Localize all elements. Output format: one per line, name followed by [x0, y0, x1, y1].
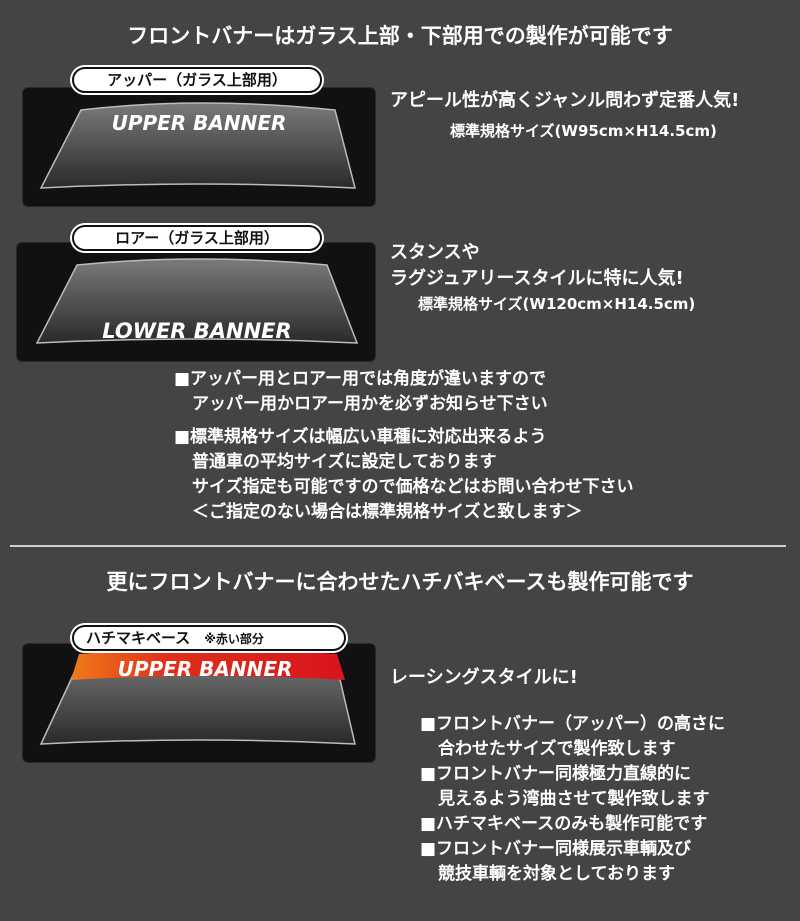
lower-description-1: スタンスや: [390, 242, 480, 263]
hachimaki-bullet-line: ■フロントバナー同様極力直線的に: [420, 764, 692, 784]
hachimaki-bullet-line: 合わせたサイズで製作致します: [438, 739, 676, 759]
notes-block: ■アッパー用とロアー用では角度が違いますので アッパー用かロアー用かを必ずお知ら…: [174, 367, 634, 525]
note-line: ■標準規格サイズは幅広い車種に対応出来るよう: [174, 427, 547, 447]
upper-description: アピール性が高くジャンル問わず定番人気!: [390, 90, 740, 111]
note-line: サイズ指定も可能ですので価格などはお問い合わせ下さい: [192, 477, 634, 497]
lower-description-2: ラグジュアリースタイルに特に人気!: [390, 268, 684, 289]
hachimaki-bullets: ■フロントバナー（アッパー）の高さに 合わせたサイズで製作致します ■フロントバ…: [420, 712, 725, 887]
upper-tag: アッパー（ガラス上部用）: [72, 67, 322, 93]
lower-banner-text: LOWER BANNER: [102, 319, 291, 343]
hachimaki-windshield-illustration: UPPER BANNER: [39, 649, 356, 745]
windshield-shape: [39, 102, 356, 189]
hachimaki-tag: ハチマキベース ※赤い部分: [72, 625, 346, 651]
note-line: アッパー用かロアー用かを必ずお知らせ下さい: [192, 394, 548, 414]
lower-tag: ロアー（ガラス上部用）: [72, 225, 322, 251]
section-divider: [10, 545, 786, 547]
hachimaki-red-band: [71, 649, 345, 680]
windshield-shape: [35, 258, 359, 344]
hachimaki-panel: UPPER BANNER: [22, 643, 376, 763]
upper-windshield-illustration: UPPER BANNER: [39, 102, 356, 189]
upper-banner-panel: UPPER BANNER: [22, 87, 376, 207]
hachimaki-bullet-line: 競技車輌を対象としております: [438, 864, 675, 884]
hachimaki-tag-note: ※赤い部分: [204, 632, 264, 646]
hachimaki-bullet-line: ■フロントバナー同様展示車輌及び: [420, 839, 692, 859]
note-line: ＜ご指定のない場合は標準規格サイズと致します＞: [192, 502, 583, 522]
page-title: フロントバナーはガラス上部・下部用での製作が可能です: [127, 24, 673, 48]
upper-size: 標準規格サイズ(W95cm×H14.5cm): [450, 122, 717, 140]
hachimaki-description: レーシングスタイルに!: [390, 667, 578, 688]
hachimaki-bullet-line: ■ハチマキベースのみも製作可能です: [420, 814, 708, 834]
hachimaki-banner-text: UPPER BANNER: [118, 657, 293, 681]
lower-size: 標準規格サイズ(W120cm×H14.5cm): [418, 295, 696, 313]
hachimaki-tag-label: ハチマキベース: [86, 629, 191, 647]
lower-windshield-illustration: LOWER BANNER: [35, 258, 359, 344]
section2-title: 更にフロントバナーに合わせたハチバキベースも製作可能です: [106, 570, 694, 594]
note-line: 普通車の平均サイズに設定しております: [192, 452, 497, 472]
upper-banner-text: UPPER BANNER: [112, 111, 287, 135]
hachimaki-bullet-line: 見えるよう湾曲させて製作致します: [438, 789, 710, 809]
lower-banner-panel: LOWER BANNER: [16, 242, 376, 362]
hachimaki-bullet-line: ■フロントバナー（アッパー）の高さに: [420, 714, 726, 734]
note-line: ■アッパー用とロアー用では角度が違いますので: [174, 369, 547, 389]
